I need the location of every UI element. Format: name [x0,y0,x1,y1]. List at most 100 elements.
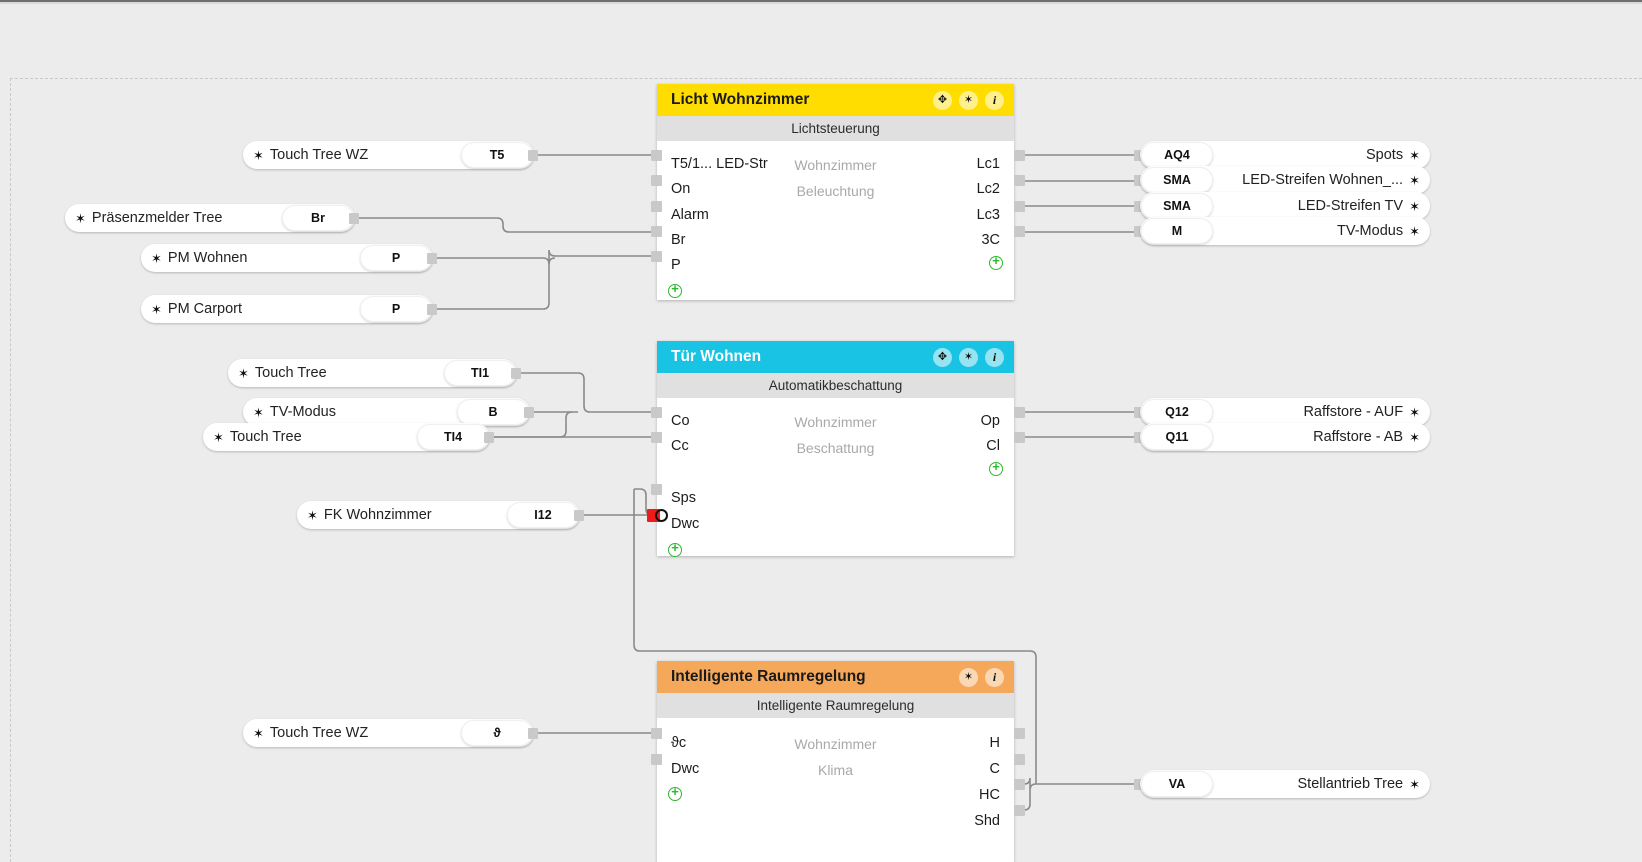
node-pin[interactable]: AQ4 [1141,142,1213,168]
node-pin[interactable]: SMA [1141,167,1213,193]
input-port-4[interactable] [651,251,662,262]
gear-icon[interactable]: ✶ [253,404,264,420]
list-item[interactable]: ✶ FK Wohnzimmer I12 [297,501,580,529]
list-item[interactable]: ✶ Präsenzmelder Tree Br [65,204,355,232]
node-pin[interactable]: T5 [461,142,533,168]
connector-nub[interactable] [528,728,538,739]
gear-icon[interactable]: ✶ [307,507,318,523]
connector-nub[interactable] [1134,175,1144,186]
connector-nub[interactable] [1134,779,1144,790]
gear-icon[interactable]: ✶ [1409,198,1420,214]
connector-nub[interactable] [1134,407,1144,418]
output-port-h[interactable] [1014,728,1025,739]
move-icon[interactable]: ✥ [933,347,952,367]
output-port-cl[interactable] [1014,432,1025,443]
block-header[interactable]: Licht Wohnzimmer ✥ ✶ i [657,84,1014,116]
node-pin[interactable]: TI1 [444,360,516,386]
gear-icon[interactable]: ✶ [75,210,86,226]
connector-nub[interactable] [1134,226,1144,237]
output-port-1[interactable] [1014,175,1025,186]
gear-icon[interactable]: ✶ [959,347,978,367]
input-port-3[interactable] [651,226,662,237]
connector-nub[interactable] [349,213,359,224]
diagram-canvas[interactable] [10,78,1642,862]
node-pin[interactable]: ϑ [461,720,533,746]
info-icon[interactable]: i [985,90,1004,110]
block-header[interactable]: Intelligente Raumregelung ✶ i [657,661,1014,693]
node-pin[interactable]: Br [282,205,354,231]
block-tuer-wohnen[interactable]: Tür Wohnen ✥ ✶ i Automatikbeschattung Wo… [657,341,1014,557]
node-pin[interactable]: B [457,399,529,425]
output-port-op[interactable] [1014,407,1025,418]
add-input-button[interactable] [668,543,682,557]
connector-nub[interactable] [511,368,521,379]
list-item[interactable]: ✶ TV-Modus B [243,398,530,426]
input-port-co[interactable] [651,407,662,418]
list-item[interactable]: SMA LED-Streifen TV ✶ [1140,192,1430,220]
list-item[interactable]: SMA LED-Streifen Wohnen_... ✶ [1140,166,1430,194]
list-item[interactable]: ✶ PM Carport P [141,295,433,323]
add-output-button[interactable] [989,256,1003,270]
connector-nub[interactable] [574,510,584,521]
input-port-theta-c[interactable] [651,728,662,739]
move-icon[interactable]: ✥ [933,90,952,110]
output-port-c[interactable] [1014,754,1025,765]
connector-nub[interactable] [427,253,437,264]
node-pin[interactable]: M [1141,218,1213,244]
gear-icon[interactable]: ✶ [959,667,978,687]
input-port-dwc-2[interactable] [651,754,662,765]
list-item[interactable]: ✶ Touch Tree TI1 [228,359,517,387]
connector-nub[interactable] [1134,201,1144,212]
block-licht-wohnzimmer[interactable]: Licht Wohnzimmer ✥ ✶ i Lichtsteuerung Wo… [657,84,1014,300]
gear-icon[interactable]: ✶ [151,250,162,266]
connector-nub[interactable] [1134,150,1144,161]
connector-nub[interactable] [528,150,538,161]
info-icon[interactable]: i [985,347,1004,367]
connector-nub[interactable] [524,407,534,418]
output-port-hc[interactable] [1014,779,1025,790]
output-port-0[interactable] [1014,150,1025,161]
gear-icon[interactable]: ✶ [1409,776,1420,792]
node-pin[interactable]: P [360,245,432,271]
gear-icon[interactable]: ✶ [238,365,249,381]
list-item[interactable]: Q12 Raffstore - AUF ✶ [1140,398,1430,426]
output-port-2[interactable] [1014,201,1025,212]
block-intelligente-raumregelung[interactable]: Intelligente Raumregelung ✶ i Intelligen… [657,661,1014,862]
output-port-3[interactable] [1014,226,1025,237]
input-port-dwc-ring[interactable] [655,509,668,522]
add-input-button[interactable] [668,284,682,298]
node-pin[interactable]: VA [1141,771,1213,797]
gear-icon[interactable]: ✶ [213,429,224,445]
node-pin[interactable]: TI4 [417,424,489,450]
list-item[interactable]: ✶ Touch Tree WZ T5 [243,141,534,169]
connector-nub[interactable] [484,432,494,443]
add-output-button[interactable] [989,462,1003,476]
node-pin[interactable]: SMA [1141,193,1213,219]
connector-nub[interactable] [1134,432,1144,443]
list-item[interactable]: ✶ Touch Tree TI4 [203,423,490,451]
input-port-2[interactable] [651,201,662,212]
list-item[interactable]: M TV-Modus ✶ [1140,217,1430,245]
gear-icon[interactable]: ✶ [1409,404,1420,420]
info-icon[interactable]: i [985,667,1004,687]
gear-icon[interactable]: ✶ [1409,429,1420,445]
input-port-1[interactable] [651,175,662,186]
gear-icon[interactable]: ✶ [959,90,978,110]
list-item[interactable]: ✶ Touch Tree WZ ϑ [243,719,534,747]
connector-nub[interactable] [427,304,437,315]
node-pin[interactable]: P [360,296,432,322]
gear-icon[interactable]: ✶ [1409,147,1420,163]
gear-icon[interactable]: ✶ [253,725,264,741]
gear-icon[interactable]: ✶ [253,147,264,163]
gear-icon[interactable]: ✶ [151,301,162,317]
node-pin[interactable]: Q12 [1141,399,1213,425]
gear-icon[interactable]: ✶ [1409,172,1420,188]
block-header[interactable]: Tür Wohnen ✥ ✶ i [657,341,1014,373]
input-port-0[interactable] [651,150,662,161]
input-port-cc[interactable] [651,432,662,443]
list-item[interactable]: VA Stellantrieb Tree ✶ [1140,770,1430,798]
list-item[interactable]: Q11 Raffstore - AB ✶ [1140,423,1430,451]
node-pin[interactable]: Q11 [1141,424,1213,450]
list-item[interactable]: AQ4 Spots ✶ [1140,141,1430,169]
node-pin[interactable]: I12 [507,502,579,528]
